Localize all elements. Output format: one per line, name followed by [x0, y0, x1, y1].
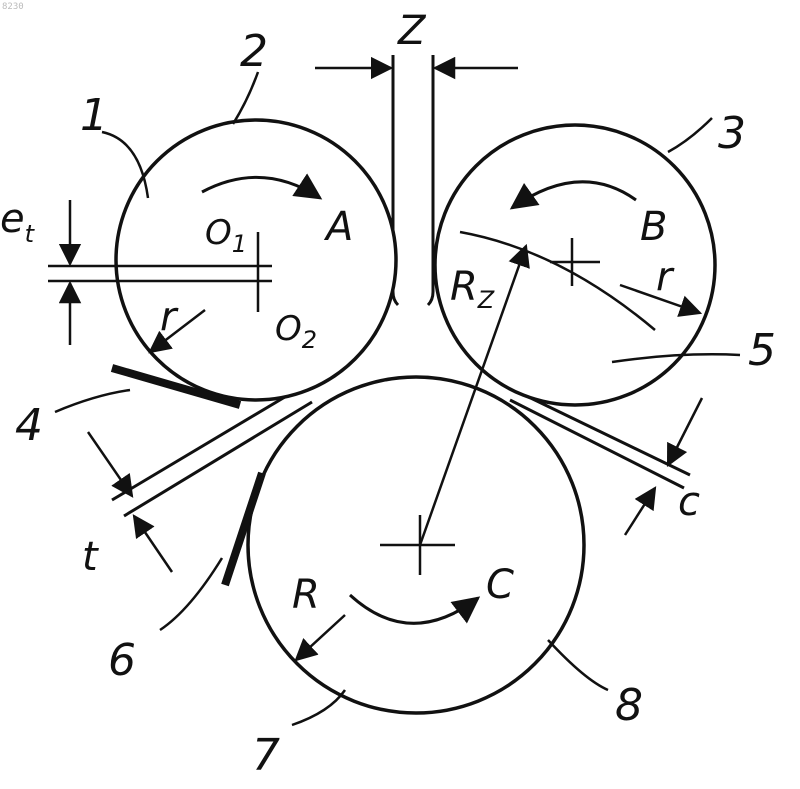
- et-main: e: [0, 196, 25, 242]
- dim-t-label: t: [82, 534, 99, 580]
- label-1: 1: [80, 90, 108, 141]
- t-dimension-arrows: [88, 432, 172, 572]
- rz-sub: Z: [477, 286, 495, 314]
- roll-a-circle: [116, 120, 396, 400]
- label-7: 7: [252, 730, 280, 781]
- label-6: 6: [108, 635, 136, 686]
- o1-main: O: [205, 213, 232, 253]
- roll-b-label: B: [640, 204, 667, 250]
- rz-main: R: [450, 264, 478, 310]
- dim-z-label: Z: [397, 8, 427, 54]
- roll-c-label: C: [486, 562, 514, 608]
- label-3: 3: [718, 108, 746, 159]
- radius-r-left-label: r: [160, 294, 179, 340]
- dim-c-label: c: [678, 479, 700, 525]
- radius-R-label: R: [292, 572, 320, 618]
- roll-a-label: A: [323, 204, 353, 250]
- o1-sub: 1: [232, 230, 247, 258]
- et-sub: t: [25, 220, 36, 248]
- label-4: 4: [15, 400, 43, 451]
- o2-main: O: [275, 309, 302, 349]
- label-2: 2: [240, 26, 268, 77]
- o2-sub: 2: [302, 326, 317, 354]
- dim-et-label: et: [0, 196, 36, 248]
- radius-r-right-label: r: [656, 254, 675, 300]
- label-5: 5: [748, 325, 776, 376]
- nip-gap-channel: [393, 55, 433, 305]
- label-8: 8: [615, 680, 643, 731]
- corner-mark: 8230: [2, 2, 24, 12]
